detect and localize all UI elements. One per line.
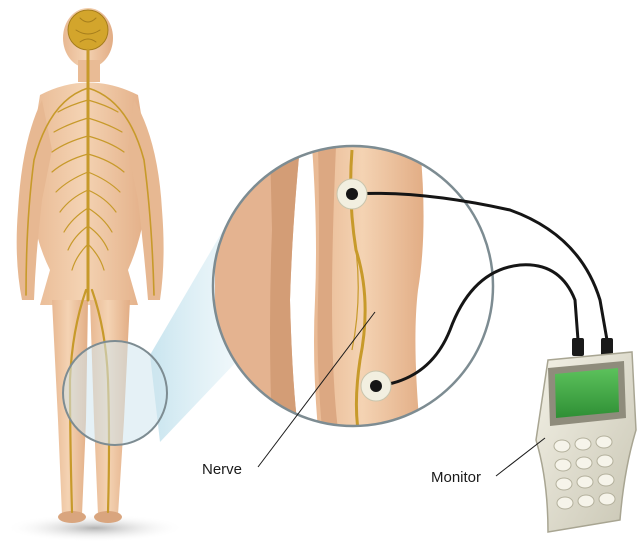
monitor-label: Monitor — [431, 469, 481, 486]
electrode-bottom — [361, 371, 391, 401]
small-magnifier-lens — [63, 341, 167, 445]
monitor-device — [536, 338, 636, 532]
nerve-label: Nerve — [202, 461, 242, 478]
electrode-top — [337, 179, 367, 209]
monitor-leader-line — [496, 438, 545, 476]
monitor-screen — [555, 368, 619, 418]
human-figure — [17, 8, 164, 523]
brain — [68, 10, 108, 50]
